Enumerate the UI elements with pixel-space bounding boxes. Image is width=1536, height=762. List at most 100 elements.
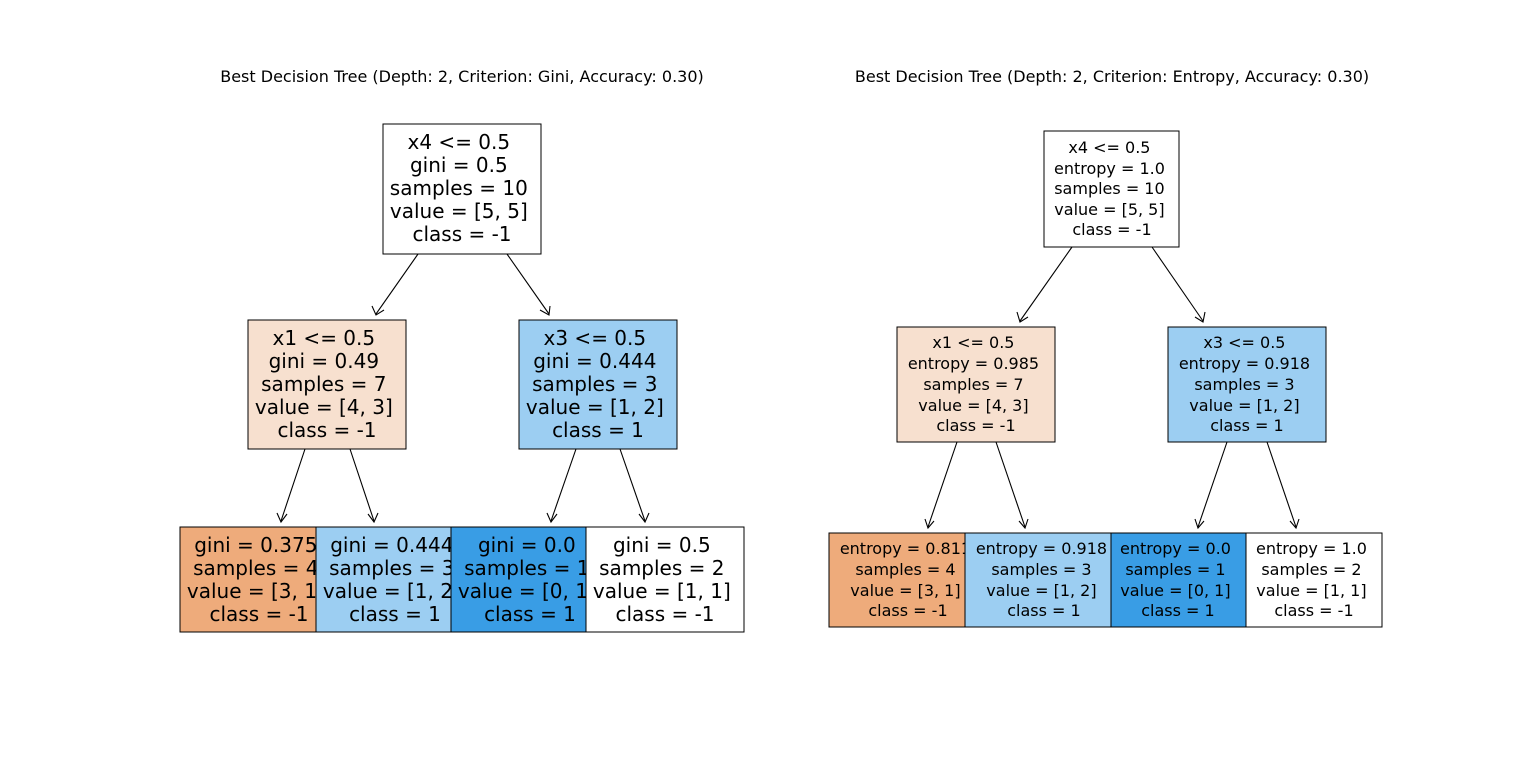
node-line: samples = 3 — [1194, 375, 1294, 394]
svg-text:entropy = 0.811 sample: entropy = 0.811 samples = 4 value = [3, … — [840, 539, 976, 620]
node-line: value = [1, 2] — [1189, 396, 1299, 415]
gini-leaf-ll: gini = 0.375 samples = 4 value = [3, 1] … — [179, 526, 339, 633]
node-line: class = 1 — [1141, 601, 1214, 620]
node-line: gini = 0.444 — [533, 349, 656, 373]
svg-text:x4 <= 0.5 entropy = 1.: x4 <= 0.5 entropy = 1.0 samples = 10 val… — [1054, 138, 1170, 239]
edge-left-lr — [995, 441, 1026, 528]
edge-root-left — [1019, 246, 1073, 322]
node-line: class = 1 — [349, 602, 441, 626]
node-line: value = [1, 1] — [593, 579, 731, 603]
arrowhead-root-right — [539, 305, 551, 316]
node-line: samples = 10 — [1054, 179, 1164, 198]
edge-right-rl — [1197, 441, 1228, 528]
entropy-leaf-rl: entropy = 0.0 samples = 1 value = [0, 1]… — [1110, 532, 1247, 628]
arrowhead-right-rr — [1289, 518, 1300, 530]
node-line: value = [1, 2] — [323, 579, 461, 603]
node-line: x3 <= 0.5 — [544, 326, 647, 350]
node-line: class = 1 — [1210, 416, 1283, 435]
node-line: samples = 7 — [261, 372, 386, 396]
node-line: samples = 2 — [599, 556, 724, 580]
svg-text:x4 <= 0.5 gini = 0.5: x4 <= 0.5 gini = 0.5 samples = 10 value … — [390, 130, 534, 246]
node-line: samples = 3 — [991, 560, 1091, 579]
gini-tree: Best Decision Tree (Depth: 2, Criterion:… — [179, 67, 745, 633]
node-line: value = [3, 1] — [850, 581, 960, 600]
node-line: class = 1 — [552, 418, 644, 442]
arrowhead-left-lr — [1018, 518, 1029, 530]
node-line: entropy = 0.918 — [976, 539, 1107, 558]
node-line: value = [3, 1] — [187, 579, 325, 603]
entropy-tree: Best Decision Tree (Depth: 2, Criterion:… — [828, 67, 1383, 628]
edge-left-ll — [280, 448, 306, 522]
node-line: samples = 3 — [532, 372, 657, 396]
node-line: x1 <= 0.5 — [932, 333, 1014, 352]
svg-text:entropy = 0.0 samples: entropy = 0.0 samples = 1 value = [0, 1]… — [1120, 539, 1236, 620]
node-line: entropy = 0.0 — [1120, 539, 1231, 558]
arrowhead-right-rl — [546, 512, 558, 524]
edge-root-right — [506, 253, 550, 315]
arrowhead-left-lr — [367, 512, 379, 524]
arrowhead-right-rl — [1194, 518, 1205, 530]
arrowhead-root-left — [1016, 311, 1029, 323]
node-line: gini = 0.444 — [330, 533, 453, 557]
edge-root-right — [1151, 246, 1204, 322]
node-line: class = -1 — [277, 418, 376, 442]
node-line: samples = 3 — [329, 556, 454, 580]
entropy-node-left: x1 <= 0.5 entropy = 0.985 samples = 7 va… — [896, 326, 1056, 443]
node-line: x4 <= 0.5 — [408, 130, 511, 154]
node-line: class = -1 — [1072, 220, 1151, 239]
node-line: x1 <= 0.5 — [273, 326, 376, 350]
node-line: value = [0, 1] — [1120, 581, 1230, 600]
node-line: value = [1, 1] — [1256, 581, 1366, 600]
arrowhead-root-left — [371, 305, 385, 316]
arrowhead-left-ll — [276, 512, 288, 524]
node-line: gini = 0.5 — [613, 533, 711, 557]
node-line: entropy = 0.985 — [908, 354, 1039, 373]
node-line: gini = 0.5 — [410, 153, 508, 177]
gini-leaf-rl: gini = 0.0 samples = 1 value = [0, 1] cl… — [450, 526, 610, 633]
svg-text:gini = 0.444 samples =: gini = 0.444 samples = 3 value = [1, 2] … — [323, 533, 467, 626]
node-line: samples = 7 — [923, 375, 1023, 394]
node-line: class = -1 — [615, 602, 714, 626]
node-line: value = [4, 3] — [918, 396, 1028, 415]
gini-node-left: x1 <= 0.5 gini = 0.49 samples = 7 value … — [247, 319, 407, 450]
gini-leaf-rr: gini = 0.5 samples = 2 value = [1, 1] cl… — [585, 526, 745, 633]
svg-text:x3 <= 0.5 gini = 0.444: x3 <= 0.5 gini = 0.444 samples = 3 value… — [526, 326, 670, 442]
node-line: class = -1 — [412, 222, 511, 246]
node-line: value = [5, 5] — [1054, 200, 1164, 219]
node-line: samples = 4 — [193, 556, 318, 580]
node-line: value = [1, 2] — [986, 581, 1096, 600]
node-line: class = -1 — [868, 601, 947, 620]
node-line: samples = 1 — [464, 556, 589, 580]
node-line: class = 1 — [484, 602, 576, 626]
node-line: gini = 0.375 — [194, 533, 317, 557]
gini-node-right: x3 <= 0.5 gini = 0.444 samples = 3 value… — [518, 319, 678, 450]
node-line: entropy = 1.0 — [1054, 159, 1165, 178]
svg-text:x3 <= 0.5 entropy = 0.: x3 <= 0.5 entropy = 0.918 samples = 3 va… — [1179, 333, 1315, 435]
node-line: samples = 1 — [1125, 560, 1225, 579]
node-line: class = -1 — [209, 602, 308, 626]
node-line: value = [1, 2] — [526, 395, 664, 419]
node-line: gini = 0.0 — [478, 533, 576, 557]
node-line: class = 1 — [1007, 601, 1080, 620]
edge-left-lr — [349, 448, 375, 522]
arrowhead-left-ll — [924, 518, 935, 530]
node-line: class = -1 — [1274, 601, 1353, 620]
gini-node-root: x4 <= 0.5 gini = 0.5 samples = 10 value … — [382, 123, 542, 255]
svg-text:entropy = 1.0 samples: entropy = 1.0 samples = 2 value = [1, 1]… — [1256, 539, 1372, 620]
node-line: entropy = 0.918 — [1179, 354, 1310, 373]
entropy-node-root: x4 <= 0.5 entropy = 1.0 samples = 10 val… — [1043, 130, 1180, 248]
entropy-tree-title: Best Decision Tree (Depth: 2, Criterion:… — [855, 67, 1369, 86]
gini-edges — [276, 253, 650, 524]
node-line: x4 <= 0.5 — [1068, 138, 1150, 157]
edge-right-rr — [619, 448, 646, 522]
arrowhead-root-right — [1194, 311, 1206, 323]
node-line: x3 <= 0.5 — [1203, 333, 1285, 352]
entropy-leaf-rr: entropy = 1.0 samples = 2 value = [1, 1]… — [1245, 532, 1383, 628]
entropy-leaf-lr: entropy = 0.918 samples = 3 value = [1, … — [964, 532, 1124, 628]
svg-text:gini = 0.0 samples = 1: gini = 0.0 samples = 1 value = [0, 1] cl… — [458, 533, 602, 626]
node-line: entropy = 0.811 — [840, 539, 971, 558]
svg-text:x1 <= 0.5 gini = 0.49: x1 <= 0.5 gini = 0.49 samples = 7 value … — [255, 326, 399, 442]
edge-left-ll — [927, 441, 958, 528]
edge-right-rr — [1266, 441, 1297, 528]
